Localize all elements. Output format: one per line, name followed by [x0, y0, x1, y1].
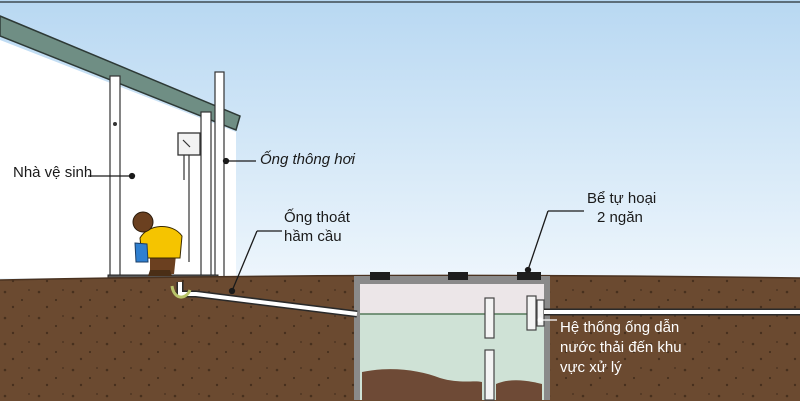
sludge-right — [496, 380, 542, 400]
vent-pipe — [214, 71, 225, 287]
outlet-tee — [526, 295, 537, 331]
person — [132, 211, 183, 276]
lid-2 — [448, 272, 468, 280]
cistern — [177, 132, 201, 156]
roof — [0, 15, 241, 132]
baffle-bottom — [484, 349, 495, 401]
wastewater-label-line3: vực xử lý — [560, 359, 622, 376]
sludge-left — [362, 369, 482, 400]
toilet-house-label: Nhà vệ sinh — [13, 164, 93, 181]
tank-air — [360, 284, 544, 314]
vent-pipe-label: Ống thông hơi — [260, 151, 355, 168]
septic-tank-label-line1: Bể tự hoại — [587, 190, 657, 207]
wastewater-label-line1: Hệ thống ống dẫn — [560, 319, 680, 336]
drain-pipe-label-line2: hầm cầu — [284, 228, 342, 245]
lid-3 — [517, 272, 541, 280]
baffle-top — [484, 297, 495, 339]
leader-lines — [88, 157, 584, 323]
right-post — [200, 111, 212, 279]
septic-tank-label-line2: 2 ngăn — [597, 209, 643, 226]
wastewater-label-line2: nước thải đến khu — [560, 339, 682, 356]
lid-1 — [370, 272, 390, 280]
drain-pipe-label-line1: Ống thoát — [284, 209, 350, 226]
